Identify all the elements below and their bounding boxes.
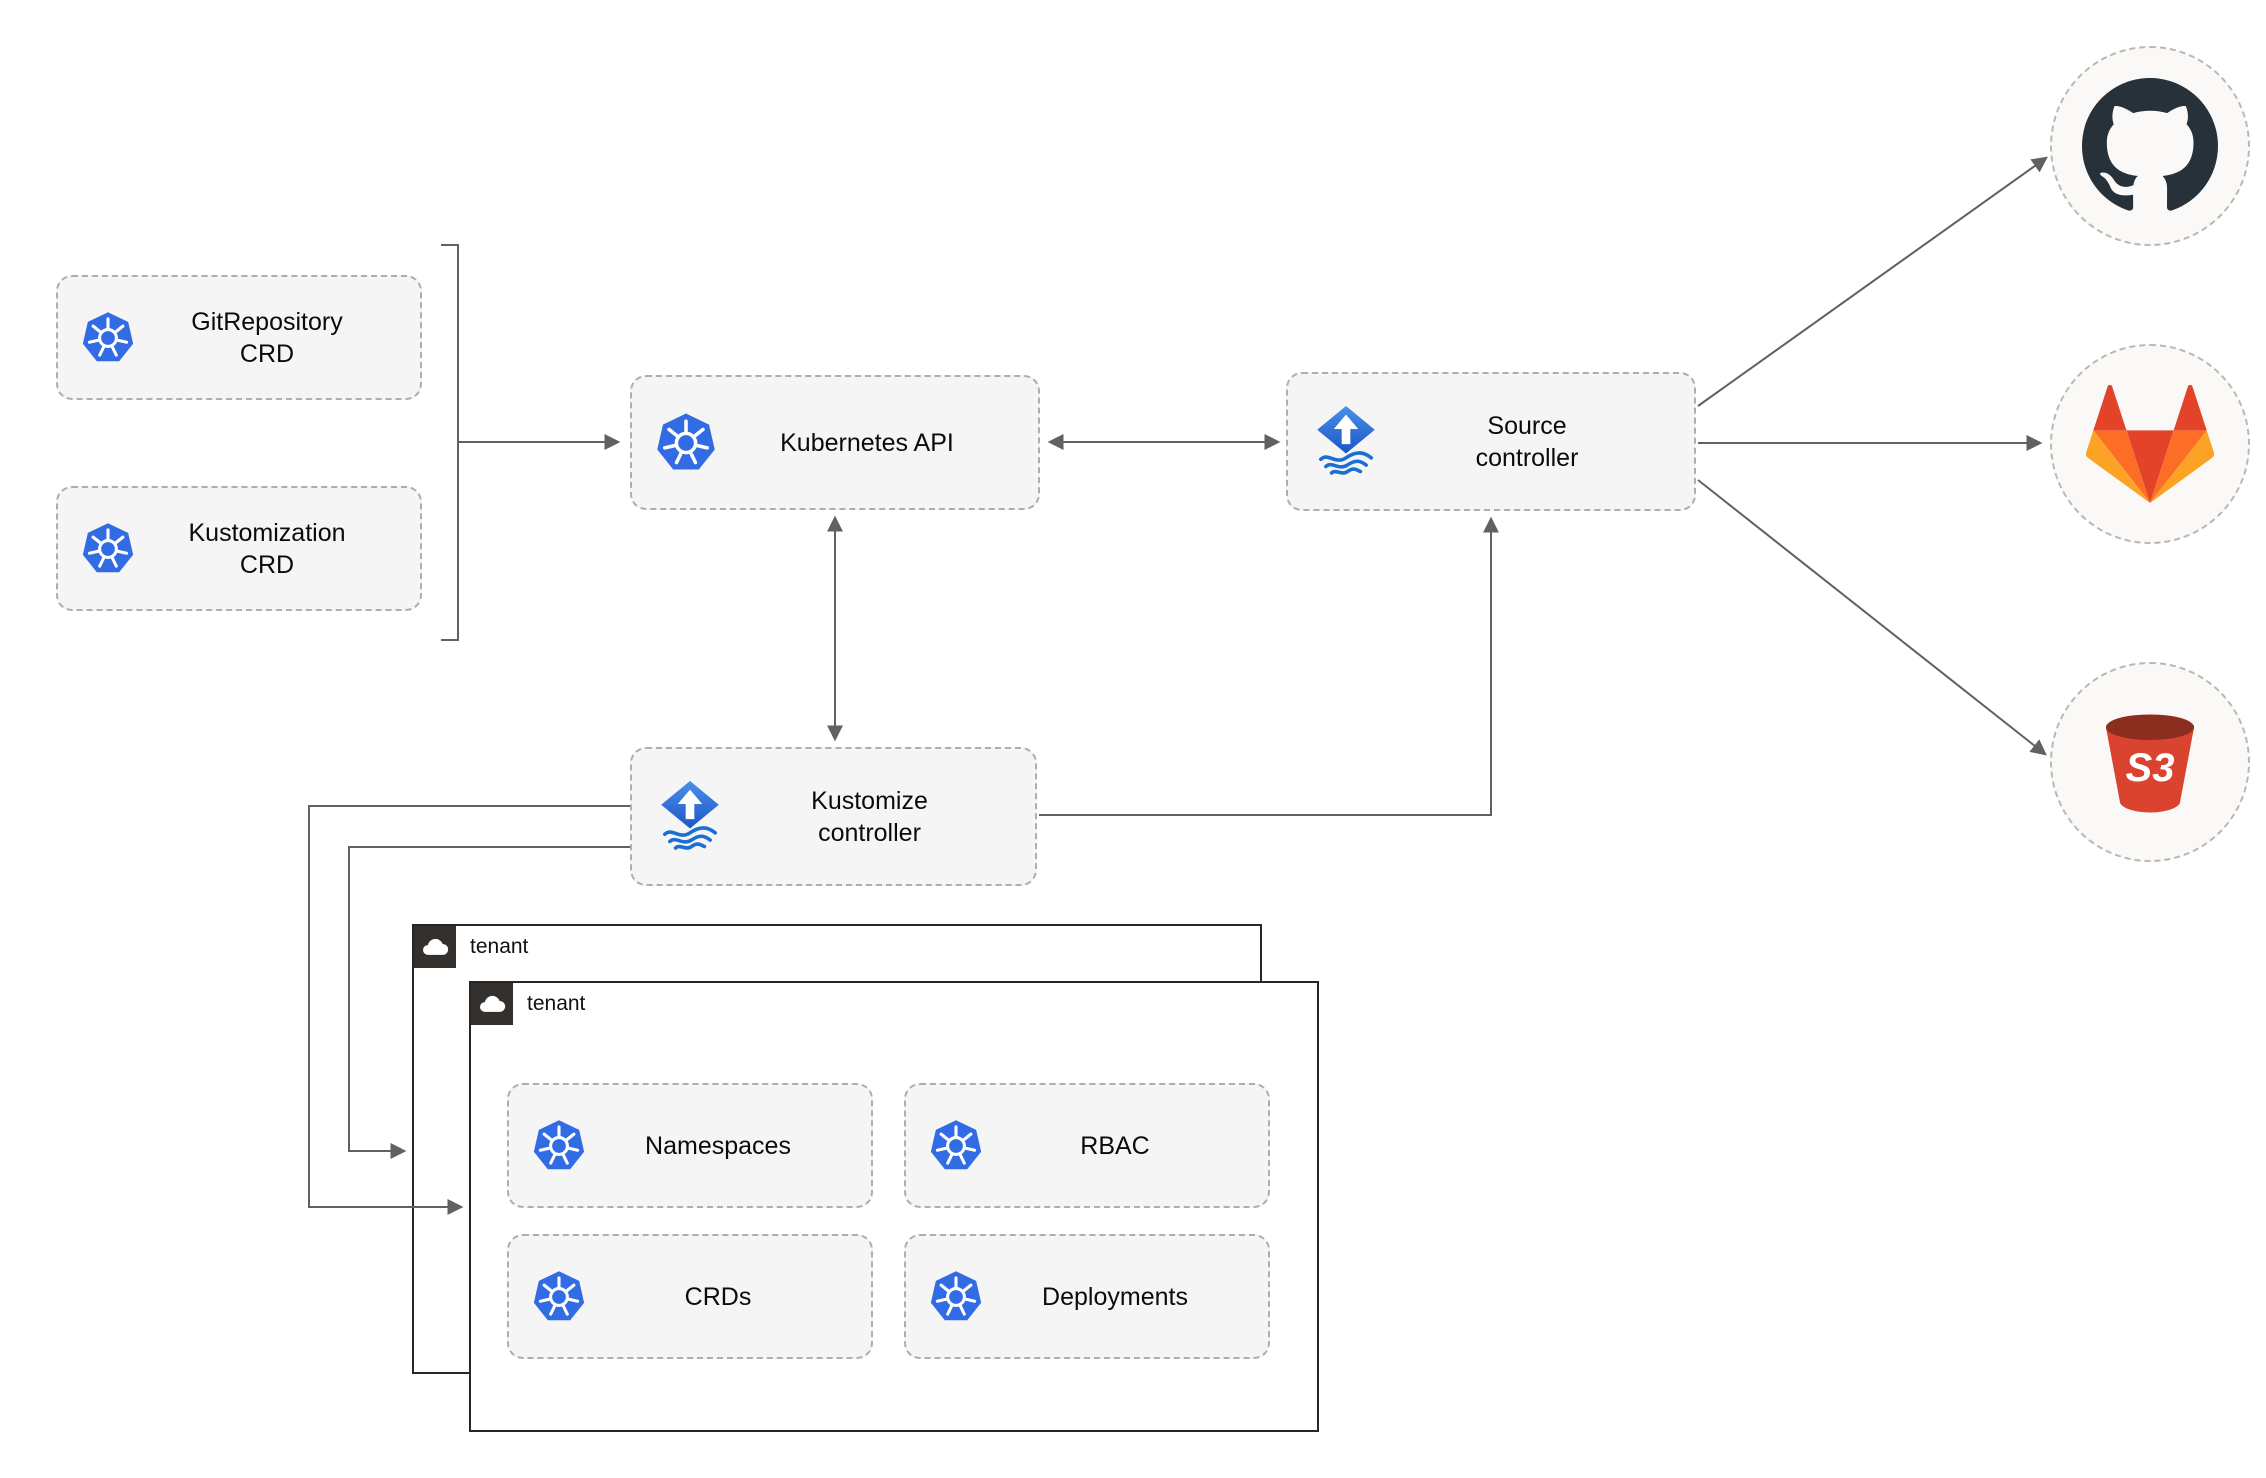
node-label: Source controller xyxy=(1475,411,1579,472)
node-rbac: RBAC xyxy=(904,1083,1270,1208)
kubernetes-icon xyxy=(80,310,136,366)
node-label: GitRepository CRD xyxy=(191,307,343,368)
node-label: CRDs xyxy=(684,1282,752,1311)
node-crds: CRDs xyxy=(507,1234,873,1359)
node-label: RBAC xyxy=(1080,1131,1150,1160)
edge-kustomize-to-source-controller xyxy=(1039,516,1499,816)
cloud-icon xyxy=(471,983,513,1025)
endpoint-gitlab xyxy=(2050,344,2250,544)
edge-source-to-s3 xyxy=(1697,479,2047,756)
node-gitrepository-crd: GitRepository CRD xyxy=(56,275,422,400)
github-icon xyxy=(2082,78,2218,214)
s3-bucket-icon: S3 xyxy=(2092,704,2208,820)
flux-icon xyxy=(654,781,726,853)
node-kubernetes-api: Kubernetes API xyxy=(630,375,1040,510)
tenant-header: tenant xyxy=(414,926,528,968)
kubernetes-icon xyxy=(531,1118,587,1174)
kubernetes-icon xyxy=(654,411,718,475)
kubernetes-icon xyxy=(80,521,136,577)
node-label: Kubernetes API xyxy=(780,428,954,457)
node-label: Deployments xyxy=(1042,1282,1188,1311)
node-source-controller: Source controller xyxy=(1286,372,1696,511)
node-label: Namespaces xyxy=(645,1131,791,1160)
node-namespaces: Namespaces xyxy=(507,1083,873,1208)
crd-group-bracket xyxy=(441,244,459,641)
gitlab-icon xyxy=(2086,383,2214,505)
flux-icon xyxy=(1310,406,1382,478)
node-label: Kustomization CRD xyxy=(188,518,346,579)
tenant-container-front: tenant Namespaces RBAC CRDs Deployments xyxy=(469,981,1319,1432)
endpoint-github xyxy=(2050,46,2250,246)
s3-label: S3 xyxy=(2125,746,2175,790)
tenant-header: tenant xyxy=(471,983,585,1025)
kubernetes-icon xyxy=(928,1269,984,1325)
endpoint-s3: S3 xyxy=(2050,662,2250,862)
edge-source-to-github xyxy=(1697,156,2048,407)
node-kustomization-crd: Kustomization CRD xyxy=(56,486,422,611)
node-deployments: Deployments xyxy=(904,1234,1270,1359)
tenant-label: tenant xyxy=(470,935,529,958)
node-kustomize-controller: Kustomize controller xyxy=(630,747,1037,886)
cloud-icon xyxy=(414,926,456,968)
node-label: Kustomize controller xyxy=(811,786,928,847)
tenant-label: tenant xyxy=(527,992,586,1015)
kubernetes-icon xyxy=(928,1118,984,1174)
kubernetes-icon xyxy=(531,1269,587,1325)
